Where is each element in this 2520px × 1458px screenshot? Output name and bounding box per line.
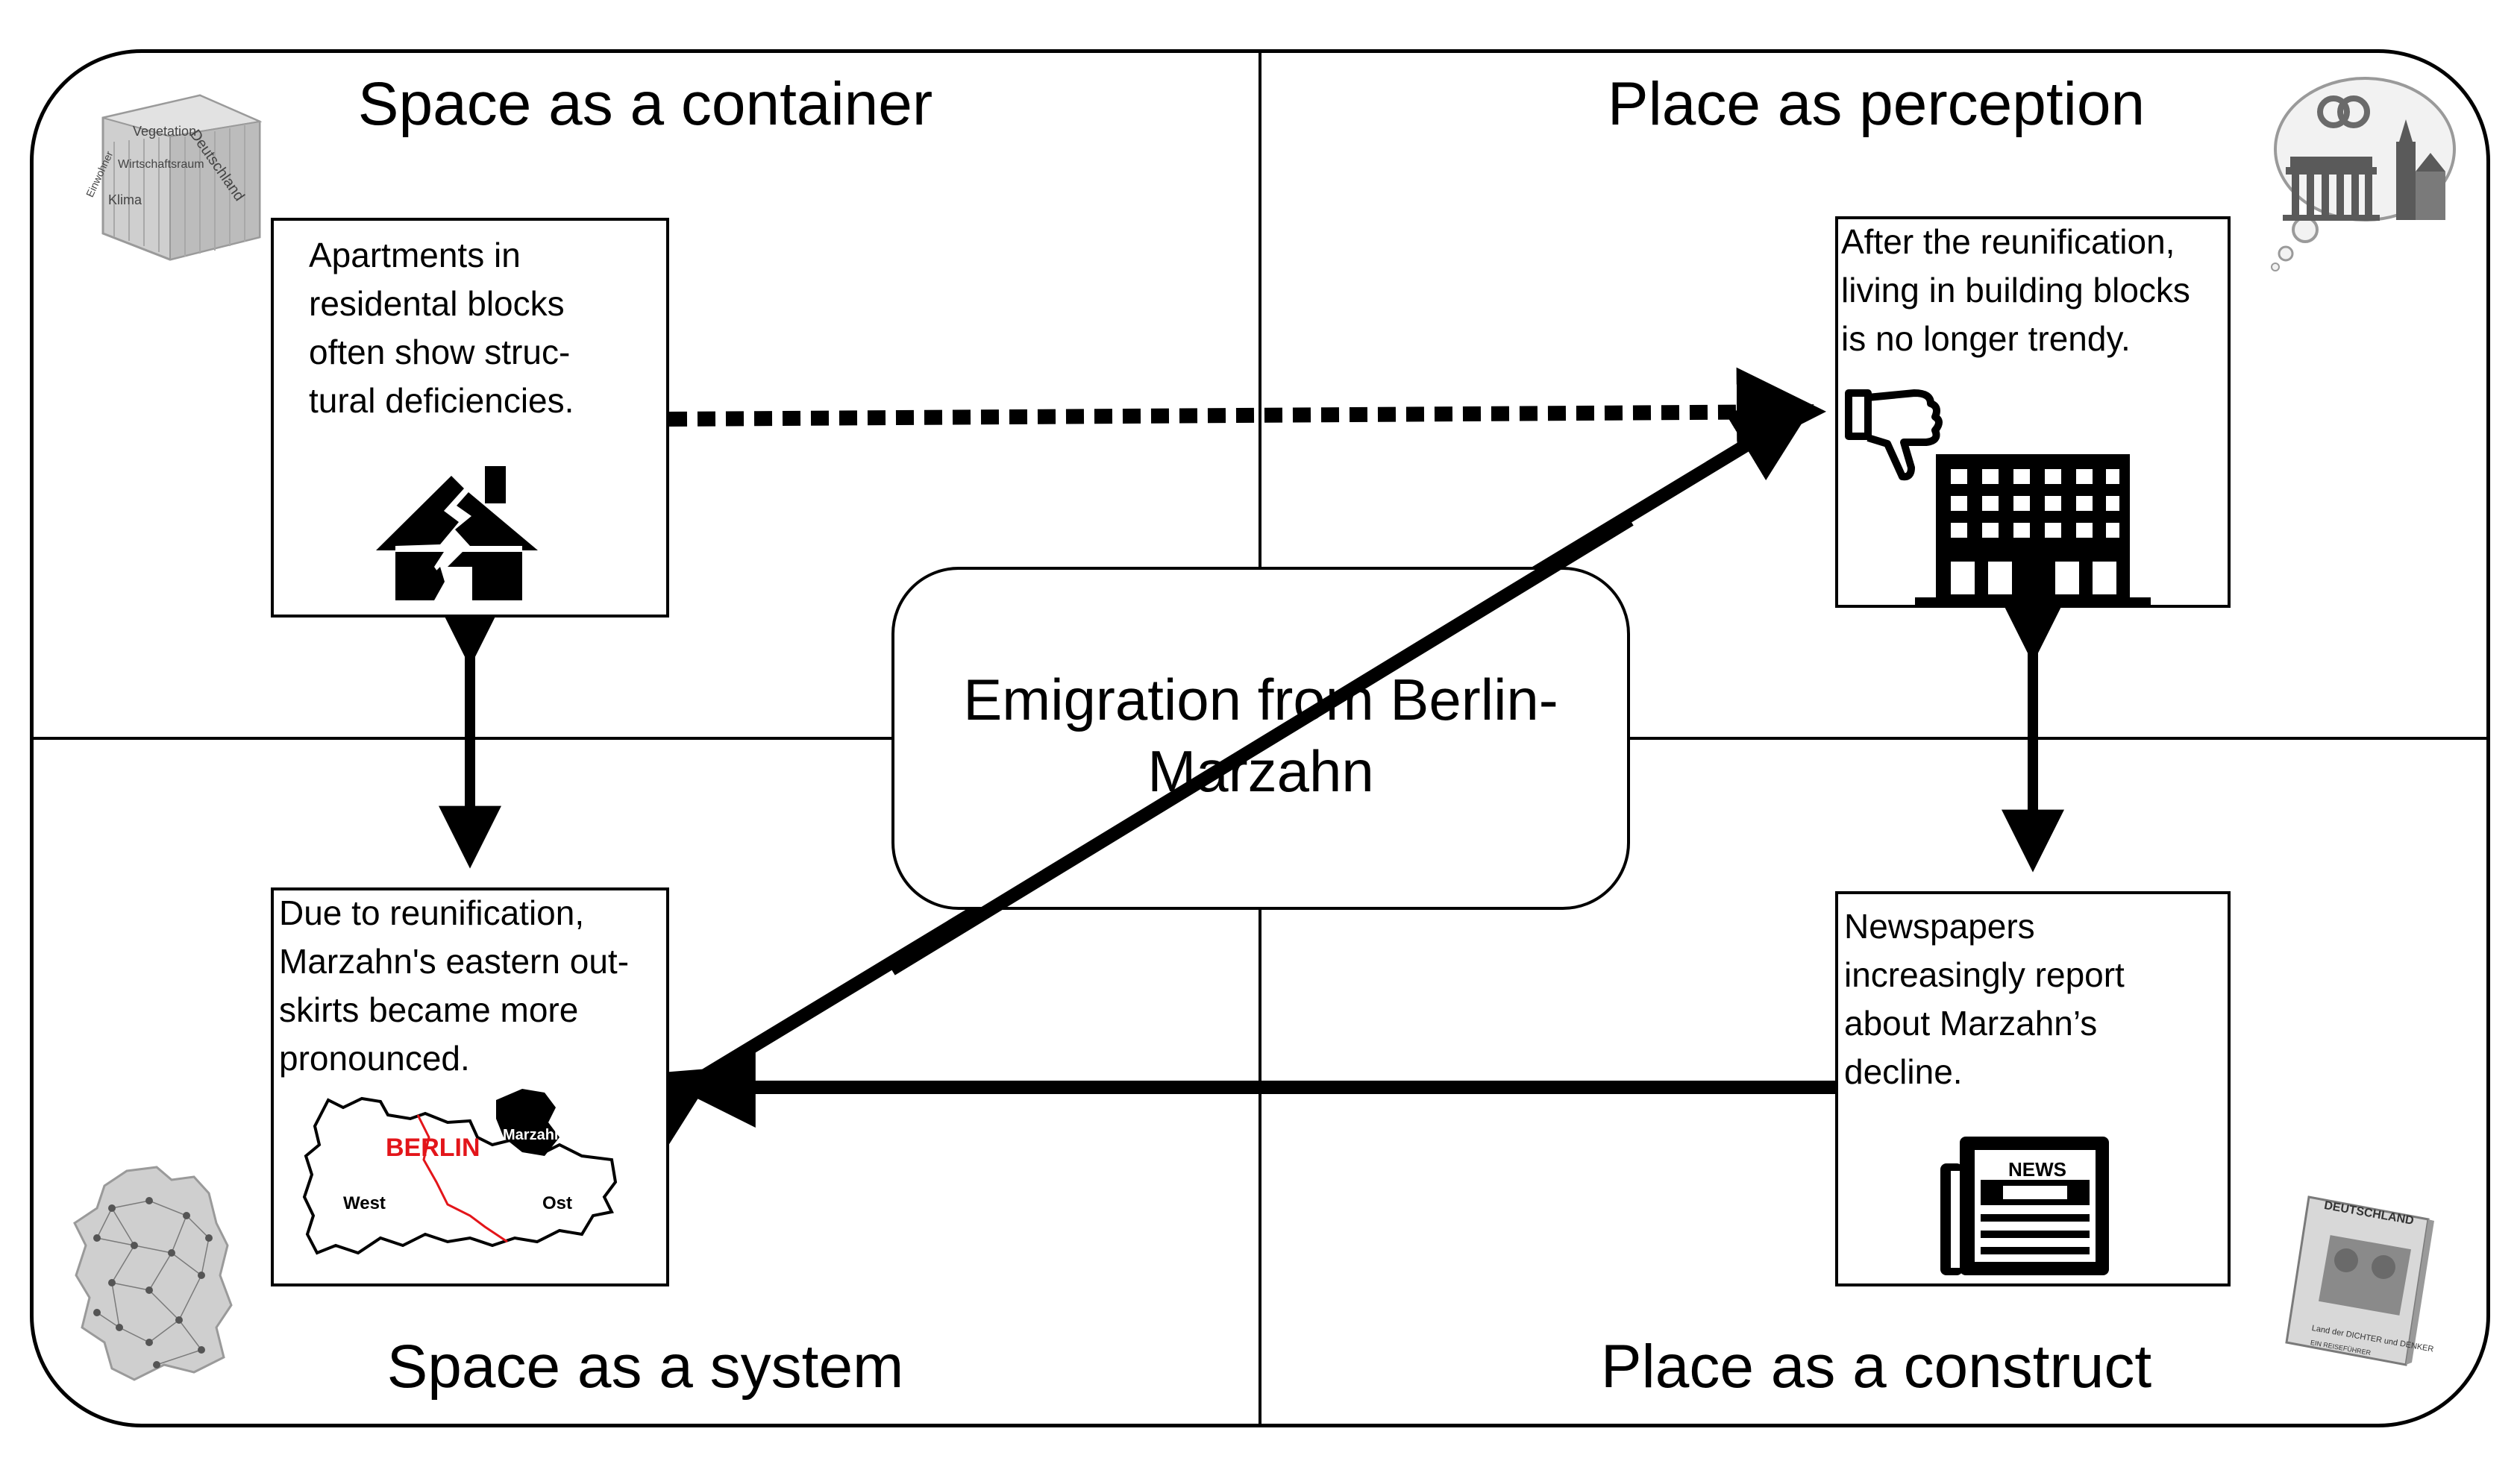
title-place-perception: Place as perception bbox=[1607, 70, 2146, 138]
newspaper-icon bbox=[1940, 1137, 2109, 1275]
map-west-label: West bbox=[343, 1193, 386, 1213]
box-system-text: Due to reunification, Marzahn's eastern … bbox=[279, 893, 630, 1078]
container-word-klima: Klima bbox=[108, 192, 142, 207]
box-perception-text: After the reunification, living in build… bbox=[1841, 222, 2190, 358]
container-word-wirtschaftsraum: Wirtschaftsraum bbox=[118, 158, 204, 171]
container-word-vegetation: Vegetation bbox=[133, 124, 197, 139]
berlin-map-icon bbox=[302, 1089, 618, 1255]
box-construct-text: Newspapers increasingly report about Mar… bbox=[1844, 907, 2125, 1091]
office-building-icon bbox=[1915, 454, 2151, 606]
box-container-text: Apartments in residental blocks often sh… bbox=[309, 236, 574, 420]
box-container bbox=[271, 218, 669, 618]
newspaper-label: NEWS bbox=[2008, 1158, 2066, 1181]
title-space-system: Space as a system bbox=[386, 1333, 904, 1401]
thought-bubble-icon bbox=[2271, 77, 2456, 271]
broken-house-icon bbox=[376, 466, 538, 600]
container-image-icon bbox=[101, 94, 263, 261]
thumbs-down-icon bbox=[1845, 389, 1943, 481]
map-ost-label: Ost bbox=[542, 1193, 573, 1213]
title-space-container: Space as a container bbox=[357, 70, 933, 138]
map-berlin-label: BERLIN bbox=[386, 1134, 480, 1162]
germany-network-map-icon bbox=[73, 1166, 233, 1381]
outer-frame bbox=[30, 49, 2490, 1427]
map-marzahn-label: Marzahn bbox=[503, 1127, 564, 1143]
center-label: Emigration from Berlin- Marzahn bbox=[963, 667, 1558, 804]
title-place-construct: Place as a construct bbox=[1600, 1333, 2152, 1401]
book-cover-icon bbox=[2285, 1195, 2434, 1366]
